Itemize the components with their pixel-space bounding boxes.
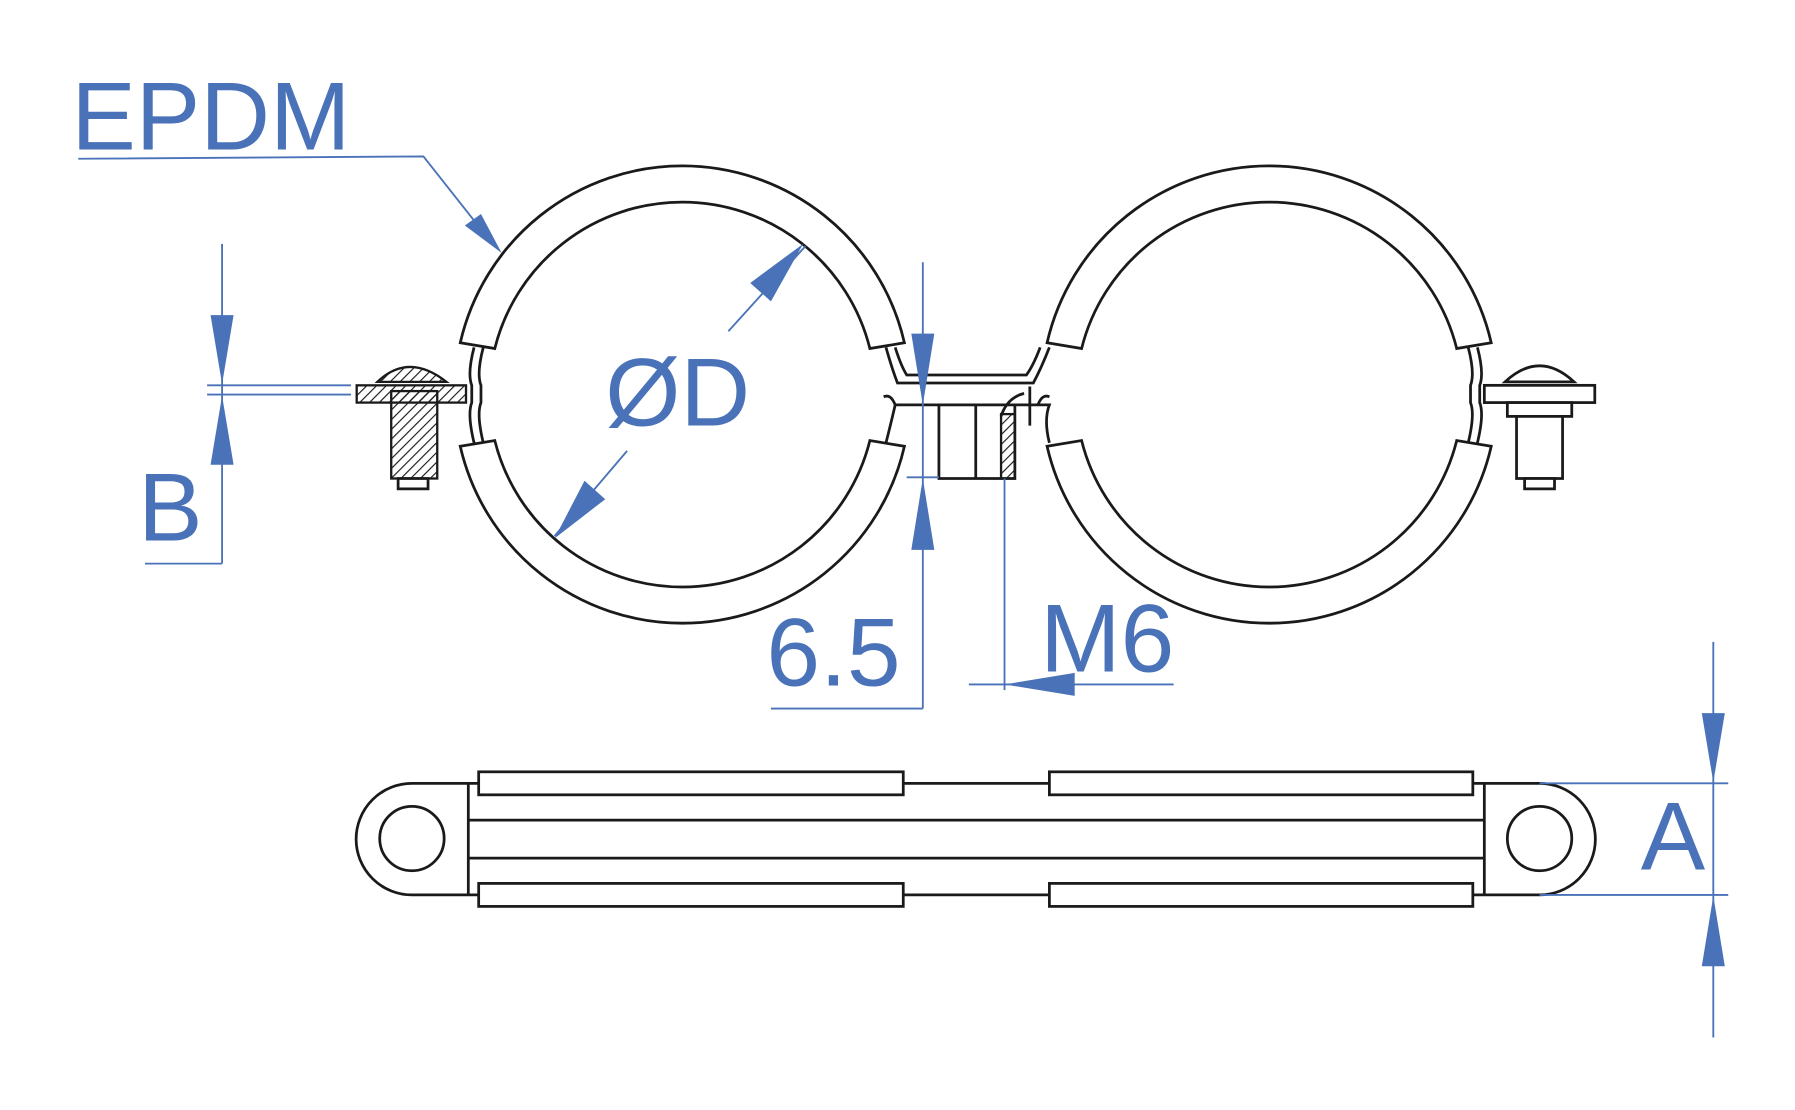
right-screw [1482,364,1597,491]
thread-dimension: M6 [968,478,1174,696]
diameter-label: ØD [605,340,750,447]
b-dimension: B [138,243,351,565]
thread-label: M6 [1040,586,1174,693]
clamp-top-view [354,770,1597,908]
epdm-label: EPDM [71,64,350,171]
offset-label: 6.5 [766,600,900,707]
diameter-dimension: ØD [553,243,807,539]
epdm-callout: EPDM [71,64,502,254]
left-pipe-ring [458,164,907,625]
left-screw [355,365,468,491]
b-label: B [138,455,202,562]
offset-dimension: 6.5 [766,262,939,710]
right-pipe-ring [1045,164,1493,625]
a-dimension: A [1539,641,1729,1038]
a-label: A [1641,784,1706,891]
center-bridge [883,346,1052,480]
